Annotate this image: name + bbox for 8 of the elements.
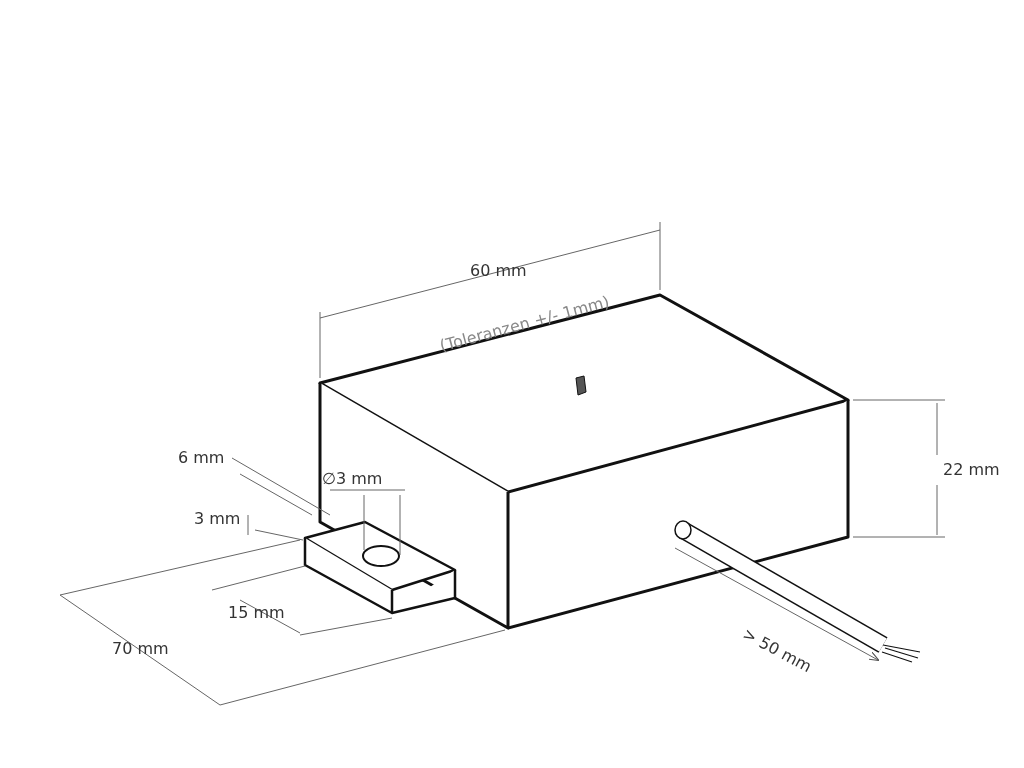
dimension-label: 60 mm — [470, 262, 527, 280]
dimension-label: 15 mm — [228, 604, 285, 622]
dimension-label: 22 mm — [943, 461, 1000, 479]
dimension-label: > 50 mm — [739, 625, 815, 677]
dimension-label: ∅3 mm — [322, 470, 383, 488]
dimension-label: 3 mm — [194, 510, 241, 528]
dimension-label: 70 mm — [112, 640, 169, 658]
dimension-label: 6 mm — [178, 449, 225, 467]
